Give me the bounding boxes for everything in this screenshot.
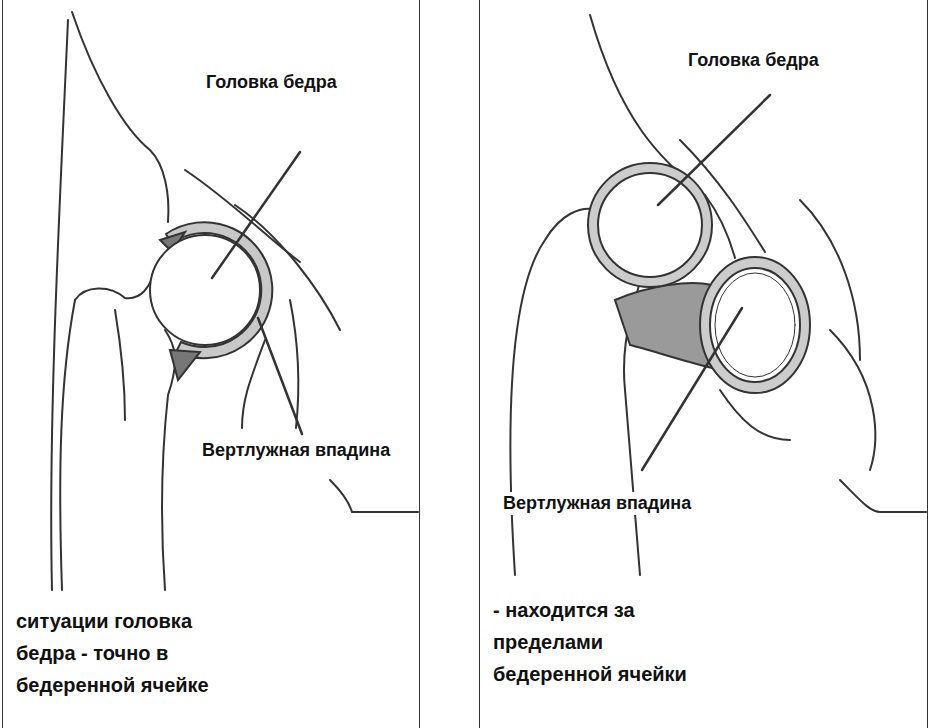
- leader-line: [212, 152, 300, 278]
- femur-shaft: [510, 209, 598, 575]
- dislocated-hip: [510, 15, 926, 575]
- panel-frame: Головка бедраВертлужная впадина - находит…: [479, 0, 928, 728]
- femur-trochanter: [115, 310, 125, 420]
- part-label: Вертлужная впадина: [199, 439, 393, 462]
- pelvis-line: [830, 330, 875, 470]
- acetabulum-rim: [715, 273, 795, 377]
- part-label: Головка бедра: [685, 49, 822, 72]
- pelvis-line: [330, 480, 418, 512]
- caption-note: - находится за пределами бедеренной ячей…: [490, 593, 696, 691]
- femoral-head: [150, 235, 260, 345]
- leader-line: [642, 308, 742, 470]
- femur-shaft: [60, 300, 75, 590]
- capsule: [615, 283, 712, 368]
- pelvis-line: [840, 480, 926, 512]
- leader-line: [258, 318, 302, 434]
- normal-hip: [51, 12, 418, 590]
- iliac-line: [72, 12, 168, 222]
- pelvis-line: [242, 340, 265, 428]
- femoral-head: [598, 173, 702, 277]
- acetabulum: [710, 268, 800, 382]
- leader-line: [658, 95, 770, 205]
- pelvis-line: [720, 390, 790, 440]
- femur-neck: [75, 262, 158, 300]
- acetabulum-shadow: [170, 350, 200, 380]
- part-label: Вертлужная впадина: [500, 492, 694, 515]
- caption-note: ситуации головка бедра - точно в бедерен…: [13, 604, 219, 702]
- part-label: Головка бедра: [203, 71, 340, 94]
- acetabulum: [700, 257, 810, 393]
- femur-neck: [162, 330, 175, 590]
- femoral-head-ring: [588, 163, 712, 287]
- panel-frame: Головка бедраВертлужная впадина ситуации …: [2, 0, 420, 728]
